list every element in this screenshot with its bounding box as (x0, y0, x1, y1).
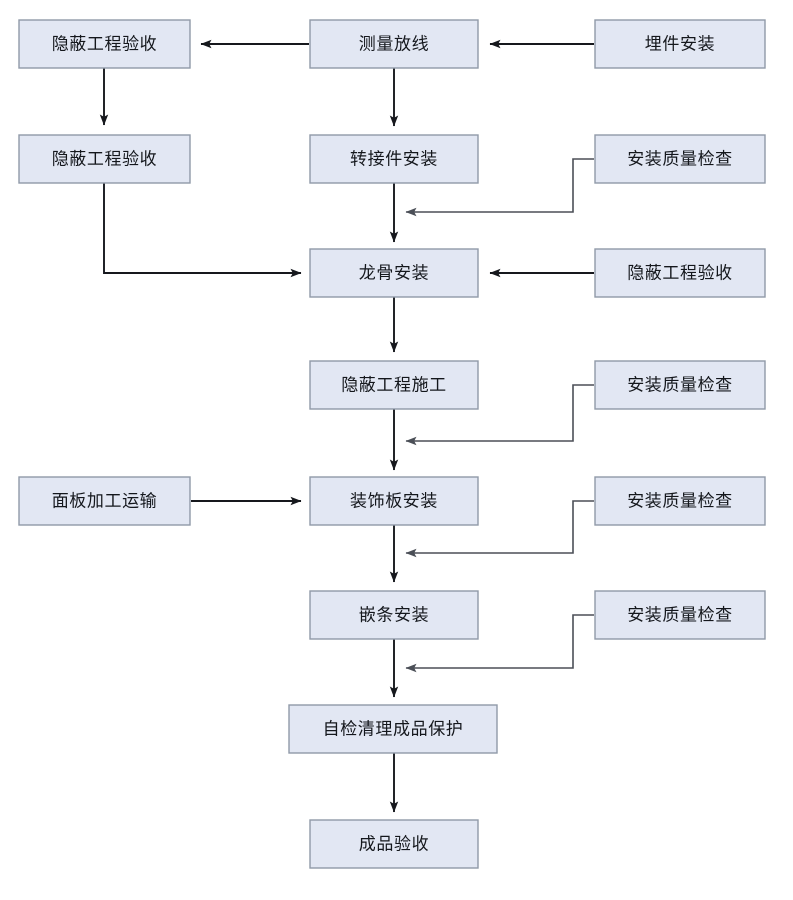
node-longgu-anzhuang[interactable]: 龙骨安装 (309, 248, 479, 298)
node-anzhuang-zhiliang-jiancha-2[interactable]: 安装质量检查 (594, 360, 766, 410)
node-yinbi-gongcheng-yanshou-1[interactable]: 隐蔽工程验收 (18, 19, 191, 69)
node-anzhuang-zhiliang-jiancha-4[interactable]: 安装质量检查 (594, 590, 766, 640)
node-mianban-jiagong-yunshu[interactable]: 面板加工运输 (18, 476, 191, 526)
node-zijian-qingli-chengpin-baohu[interactable]: 自检清理成品保护 (288, 704, 498, 754)
node-qiantiao-anzhuang[interactable]: 嵌条安装 (309, 590, 479, 640)
edge-zhiliang3-elbow (405, 500, 594, 558)
node-anzhuang-zhiliang-jiancha-3[interactable]: 安装质量检查 (594, 476, 766, 526)
edge-zhiliang1-elbow (405, 158, 594, 217)
node-yinbi-gongcheng-yanshou-2[interactable]: 隐蔽工程验收 (18, 134, 191, 184)
node-yinbi-gongcheng-shigong[interactable]: 隐蔽工程施工 (309, 360, 479, 410)
edge-zhiliang4-elbow (405, 614, 594, 673)
node-maijian-anzhuang[interactable]: 埋件安装 (594, 19, 766, 69)
node-chengpin-yanshou[interactable]: 成品验收 (309, 819, 479, 869)
node-yinbi-gongcheng-yanshou-3[interactable]: 隐蔽工程验收 (594, 248, 766, 298)
edge-zhiliang2-elbow (405, 384, 594, 446)
node-anzhuang-zhiliang-jiancha-1[interactable]: 安装质量检查 (594, 134, 766, 184)
edge-yinbi2-to-longgu (103, 183, 302, 278)
node-zhuangshiban-anzhuang[interactable]: 装饰板安装 (309, 476, 479, 526)
node-celiang-fangxian[interactable]: 测量放线 (309, 19, 479, 69)
node-zhuanjiejian-anzhuang[interactable]: 转接件安装 (309, 134, 479, 184)
